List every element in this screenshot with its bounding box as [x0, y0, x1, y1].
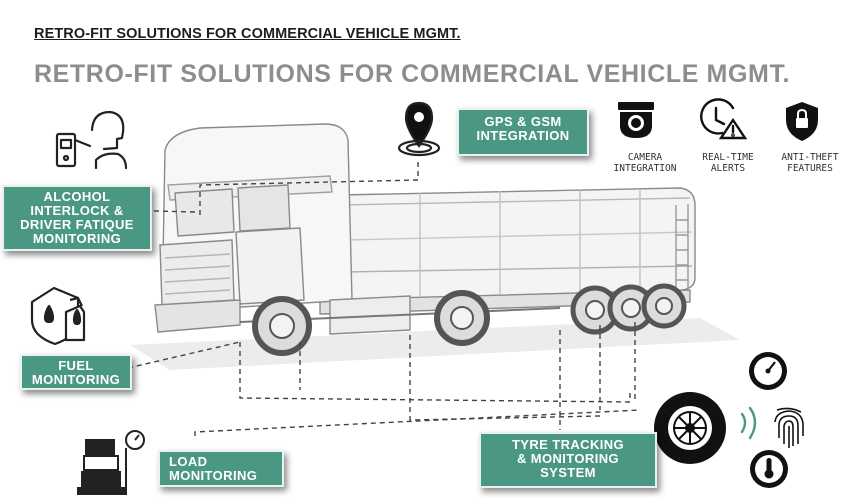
page-title: RETRO-FIT SOLUTIONS FOR COMMERCIAL VEHIC…: [34, 60, 791, 88]
breathalyzer-driver-icon: [55, 110, 128, 170]
real-time-alerts-label: REAL-TIME ALERTS: [702, 152, 754, 174]
truck-wheels: [252, 283, 687, 356]
tyre-tracking-tag: TYRE TRACKING & MONITORING SYSTEM: [479, 432, 657, 488]
anti-theft-features-label: ANTI-THEFT FEATURES: [781, 152, 839, 174]
clock-alert-icon: [700, 98, 748, 140]
gps-pin-icon: [397, 101, 441, 157]
alcohol-interlock-tag: ALCOHOL INTERLOCK & DRIVER FATIQUE MONIT…: [2, 185, 152, 251]
camera-integration-label: CAMERA INTEGRATION: [613, 152, 677, 174]
camera-icon: [618, 102, 654, 138]
tanker-truck-illustration: [154, 123, 696, 335]
page-subtitle: RETRO-FIT SOLUTIONS FOR COMMERCIAL VEHIC…: [34, 26, 461, 42]
fingerprint-icon: [774, 407, 804, 448]
speedometer-icon: [749, 352, 787, 390]
load-monitoring-tag: LOAD MONITORING: [158, 450, 284, 487]
fuel-pump-icon: [30, 286, 86, 346]
fuel-monitoring-tag: FUEL MONITORING: [20, 354, 132, 390]
connector-lines: [117, 162, 641, 436]
gps-gsm-integration-tag: GPS & GSM INTEGRATION: [457, 108, 589, 156]
shield-lock-icon: [786, 102, 818, 141]
thermometer-icon: [750, 450, 788, 488]
tyre-icon: [654, 392, 726, 464]
load-scale-icon: [77, 430, 145, 495]
signal-waves-icon: [740, 406, 757, 440]
